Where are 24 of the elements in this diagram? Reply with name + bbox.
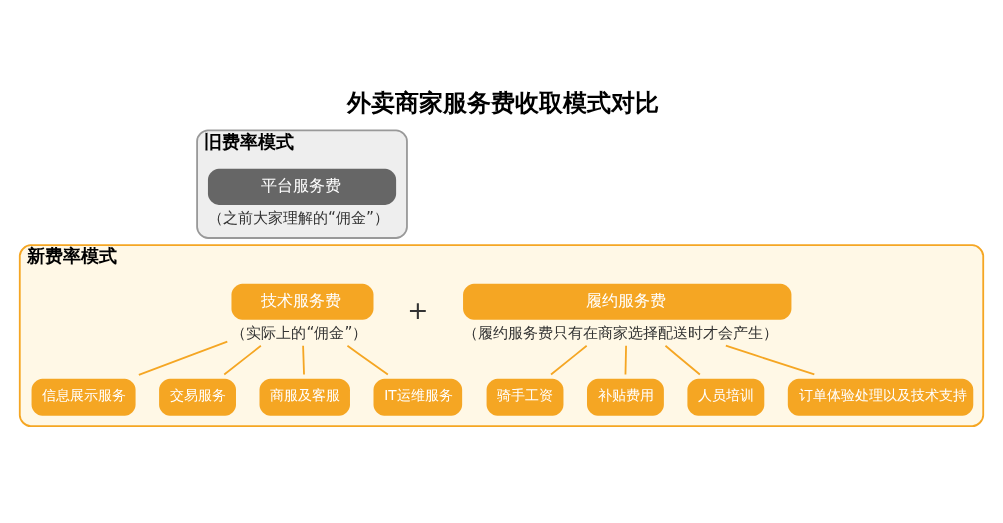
- node-box: 人员培训: [687, 378, 765, 416]
- node-box: 商服及客服: [259, 378, 350, 416]
- node-box: 平台服务费: [207, 168, 397, 205]
- diagram-title: 外卖商家服务费收取模式对比: [346, 89, 659, 118]
- connector: [550, 344, 588, 376]
- connector: [302, 344, 305, 376]
- node-box: 骑手工资: [486, 378, 564, 416]
- node-box: 补贴费用: [587, 378, 664, 416]
- connector: [223, 344, 262, 376]
- node-box: 信息展示服务: [31, 378, 136, 416]
- node-label: （之前大家理解的“佣金”）: [207, 208, 389, 227]
- node-box: 技术服务费: [231, 283, 374, 320]
- connector: [724, 344, 816, 376]
- connector: [624, 344, 627, 376]
- node-box: IT运维服务: [373, 378, 463, 416]
- node-box: 交易服务: [159, 378, 236, 416]
- label: +: [407, 294, 429, 325]
- connector: [346, 344, 389, 376]
- node-box: 履约服务费: [463, 283, 792, 320]
- connector: [664, 344, 701, 376]
- node-label: （履约服务费只有在商家选择配送时才会产生）: [463, 323, 779, 342]
- node-label: （实际上的“佣金”）: [231, 323, 368, 342]
- connector: [137, 340, 229, 376]
- node-box: 订单体验处理以及技术支持: [787, 378, 974, 416]
